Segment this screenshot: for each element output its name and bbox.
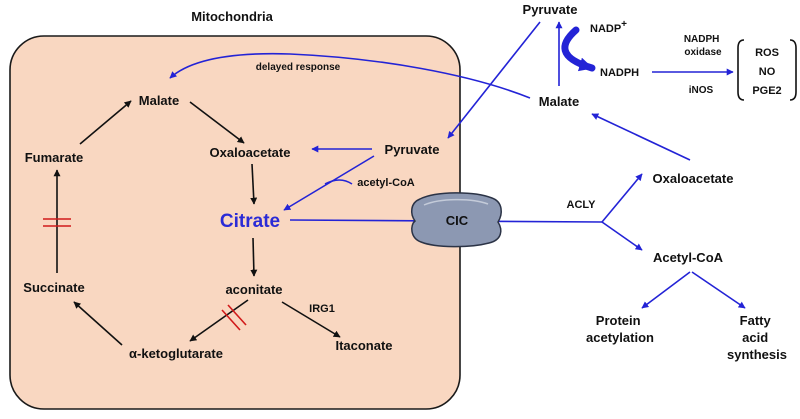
arrow-aconitate-to-alpha-kg [189, 299, 249, 342]
acetyl-coa-input-curve [324, 179, 353, 185]
products-bracket [737, 39, 797, 101]
arrow-citrate-to-aconitate [250, 237, 258, 277]
mito-pyruvate: Pyruvate [385, 142, 440, 157]
cyto-malate: Malate [539, 94, 579, 109]
nadph-oxidase-label: NADPH oxidase [684, 34, 722, 58]
inhibition-mark-aconitate-alpha-kg [221, 304, 247, 331]
cyto-pyruvate: Pyruvate [523, 2, 578, 17]
mito-succinate: Succinate [23, 280, 84, 295]
mito-aconitate: aconitate [225, 282, 282, 297]
fatty-acid-synthesis-label: Fatty acid synthesis [727, 313, 787, 362]
arrow-acetyl-coa-to-fatty-acid-synthesis [691, 271, 746, 309]
mito-itaconate: Itaconate [335, 338, 392, 353]
arrow-delayed-response [169, 52, 531, 99]
mito-malate: Malate [139, 93, 179, 108]
mito-acetyl-coa: acetyl-CoA [357, 177, 415, 189]
cic-label: CIC [446, 213, 469, 228]
cic-transporter: CIC [410, 192, 502, 248]
arrow-malate-to-oxaloacetate [189, 101, 245, 144]
nadph-label: NADPH [600, 67, 639, 79]
arrow-acly-to-acetyl-coa [601, 221, 643, 251]
nadp-label: NADP+ [590, 19, 627, 35]
arrow-oxaloacetate-to-citrate [250, 163, 258, 205]
arrow-pyruvate-export [447, 21, 541, 139]
cyto-acetyl-coa: Acetyl-CoA [653, 250, 724, 265]
product-ros: ROS [755, 47, 779, 59]
mitochondria-title: Mitochondria [191, 9, 273, 24]
mito-oxaloacetate: Oxaloacetate [210, 145, 291, 160]
arrow-acly-to-oxaloacetate [601, 173, 643, 223]
mito-fumarate: Fumarate [25, 150, 84, 165]
product-pge2: PGE2 [752, 85, 781, 97]
arrow-alpha-kg-to-succinate [73, 301, 123, 346]
arrow-fumarate-to-malate [79, 100, 132, 145]
protein-acetylation-label: Protein acetylation [586, 313, 654, 345]
cyto-oxaloacetate: Oxaloacetate [653, 171, 734, 186]
arrow-nadp-to-nadph [561, 26, 596, 72]
delayed-response-label: delayed response [256, 62, 341, 73]
mito-irg1: IRG1 [309, 303, 335, 315]
arrow-acetyl-coa-to-protein-acetylation [641, 271, 691, 309]
arrow-pyruvate-to-citrate [283, 155, 375, 211]
mito-alpha-ketoglutarate: α-ketoglutarate [129, 346, 223, 361]
arrow-oxaloacetate-to-malate [591, 113, 691, 161]
nadp-plus-superscript: + [621, 19, 627, 30]
inhibition-mark-succinate-fumarate [43, 218, 71, 227]
mito-citrate: Citrate [220, 211, 280, 232]
inos-label: iNOS [689, 85, 714, 96]
arrow-aconitate-to-itaconate [281, 301, 341, 338]
acly-label: ACLY [567, 199, 597, 211]
product-no: NO [759, 66, 776, 78]
